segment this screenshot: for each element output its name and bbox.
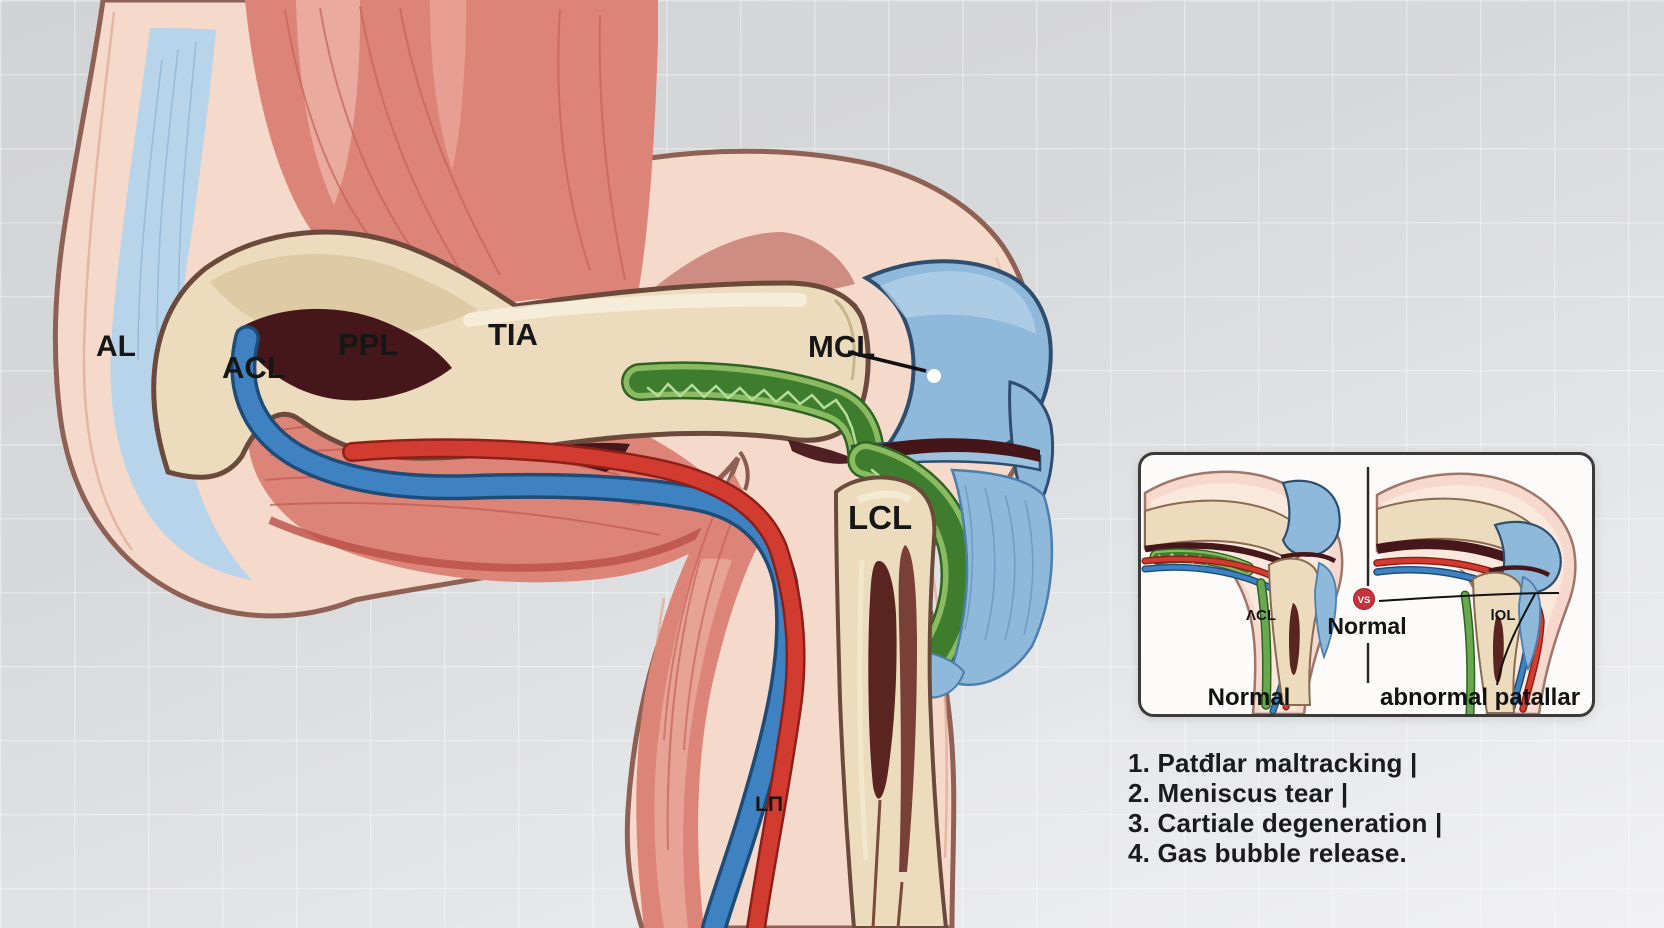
vs-badge-text: VS xyxy=(1358,595,1371,606)
calf-highlight xyxy=(654,558,732,928)
condition-notes-list: 1. Patđlar maltracking | 2. Meniscus tea… xyxy=(1128,748,1442,868)
note-item-1: 1. Patđlar maltracking | xyxy=(1128,748,1418,778)
tibia-lower-streaks xyxy=(871,799,904,928)
quadriceps-highlight-2 xyxy=(430,0,466,170)
label-al: AL xyxy=(96,330,136,363)
inset-left-knee xyxy=(1141,470,1344,714)
inset-left-caption: Normal xyxy=(1207,684,1291,711)
inset-knees-svg: VS xyxy=(1141,467,1577,714)
mini-blue-side xyxy=(1314,561,1338,660)
label-ppl: PPL xyxy=(338,327,399,362)
inset-center-label: Normal xyxy=(1327,613,1407,639)
patellar-tendon-fan xyxy=(946,468,1054,687)
tibia-marrow-slot xyxy=(868,561,897,799)
mcl-marker-dot xyxy=(927,369,941,383)
inset-left-knee-label: ΛCL xyxy=(1246,607,1276,624)
femur-shaft-highlight xyxy=(463,292,807,327)
joint-space-shadow xyxy=(850,438,1040,466)
knee-crease-line xyxy=(738,450,750,491)
quadriceps-striations xyxy=(284,5,626,281)
inset-right-caption: abnormal patallar xyxy=(1379,684,1581,711)
comparison-inset-panel: VS Normal ΛCL lOL Normal abnormal patall… xyxy=(1138,452,1595,717)
femur-head-cavity-ring xyxy=(236,308,452,401)
fan-striations xyxy=(964,484,1034,641)
mini-patella xyxy=(1281,479,1341,557)
red-vessel-band xyxy=(342,438,806,928)
inset-right-knee xyxy=(1373,472,1577,714)
mcl-leader-line xyxy=(847,350,927,373)
vs-badge: VS xyxy=(1353,588,1375,610)
note-item-4: 4. Gas bubble release. xyxy=(1128,838,1407,868)
tibia-highlights xyxy=(856,490,912,861)
quadriceps-highlight xyxy=(296,0,360,205)
label-lcl: LCL xyxy=(848,499,913,536)
mini-green-shin xyxy=(1256,578,1272,710)
femur-condyle-line xyxy=(833,298,856,381)
mini-joint-shadow xyxy=(1488,565,1551,578)
patella-highlight xyxy=(880,271,1036,334)
label-tia: TIA xyxy=(488,317,538,352)
label-tibia-small: LΠ xyxy=(755,793,783,816)
mini-tibia-slot xyxy=(1289,603,1300,675)
tibia-marrow-streak xyxy=(898,545,917,872)
acl-ligament-band xyxy=(230,325,802,928)
note-item-3: 3. Cartiale degeneration | xyxy=(1128,808,1443,838)
mini-dark-band xyxy=(1144,542,1291,568)
calf-striations xyxy=(663,499,737,851)
mini-joint-shadow xyxy=(1280,551,1337,563)
mini-blue-side xyxy=(1518,575,1542,672)
meniscus-capsule xyxy=(621,361,885,471)
note-item-2: 2. Meniscus tear | xyxy=(1128,778,1349,808)
inset-right-knee-label: lOL xyxy=(1490,607,1516,624)
label-acl: ACL xyxy=(222,350,286,385)
condyle-tibia-shadow xyxy=(788,440,858,464)
mini-green-shin xyxy=(1460,590,1476,714)
inset-leader-lines xyxy=(1378,592,1560,686)
label-mcl: MCL xyxy=(808,329,876,364)
